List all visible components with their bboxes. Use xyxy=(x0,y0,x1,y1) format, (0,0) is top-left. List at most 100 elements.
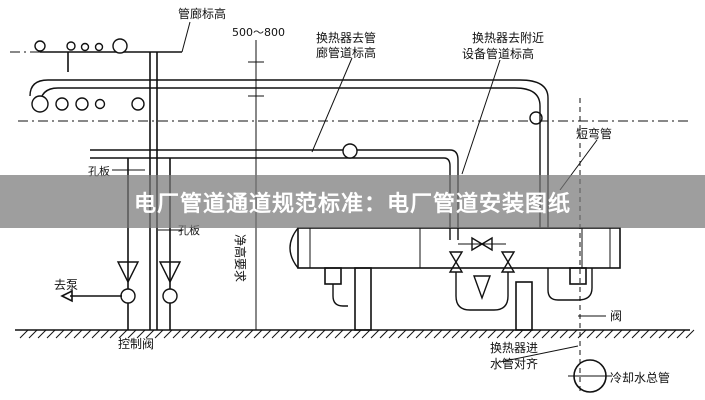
to-pump-arrow xyxy=(60,289,73,303)
hatch-line xyxy=(640,329,650,339)
hatch-line xyxy=(595,329,605,339)
label-gallery-elevation: 管廊标高 xyxy=(178,6,226,21)
hx-riser-pipe xyxy=(408,149,459,240)
hatch-line xyxy=(307,329,317,339)
hatch-line xyxy=(568,329,578,339)
hatch-line xyxy=(379,329,389,339)
upper-pipe-loop-inner xyxy=(39,87,541,112)
leader-hx-to-gallery xyxy=(311,57,353,153)
hatch-line xyxy=(586,329,596,339)
control-valve-left xyxy=(116,261,140,284)
hatch-line xyxy=(487,329,497,339)
banner-title: 电厂管道通道规范标准：电厂管道安装图纸 xyxy=(133,191,571,217)
short-elbow-pipe xyxy=(529,111,543,125)
hx-support xyxy=(324,267,342,285)
hatch-line xyxy=(469,329,479,339)
hatch-line xyxy=(343,329,353,339)
rack-lower-pipe xyxy=(55,97,69,111)
header-pipe-section xyxy=(342,143,358,159)
label-hx-inlet-1: 换热器进 xyxy=(490,341,538,355)
hatch-line xyxy=(460,329,470,339)
hatch-line xyxy=(397,329,407,339)
hx-left-head xyxy=(289,227,299,269)
hatch-line xyxy=(19,329,29,339)
hatch-line xyxy=(532,329,542,339)
hatch-line xyxy=(28,329,38,339)
hatch-line xyxy=(505,329,515,339)
control-valve-right xyxy=(158,261,182,284)
hatch-line xyxy=(127,329,137,339)
label-hx-to-equipment-2: 设备管道标高 xyxy=(462,46,534,61)
hatch-line xyxy=(523,329,533,339)
hatch-line xyxy=(406,329,416,339)
hatch-line xyxy=(217,329,227,339)
label-to-pump: 去泵 xyxy=(54,278,78,292)
hx-support-column xyxy=(515,281,533,331)
hx-support xyxy=(569,267,587,285)
hatch-line xyxy=(46,329,56,339)
hatch-line xyxy=(442,329,452,339)
hatch-line xyxy=(424,329,434,339)
hatch-line xyxy=(154,329,164,339)
rack-pipe xyxy=(34,40,46,52)
label-hx-inlet-2: 水管对齐 xyxy=(490,356,538,371)
valve-loop-pipe xyxy=(455,272,509,311)
drain-pipe xyxy=(332,284,348,307)
hatch-line xyxy=(613,329,623,339)
hatch-line xyxy=(514,329,524,339)
rack-lower-pipe xyxy=(31,95,49,113)
leader-gallery xyxy=(181,21,191,53)
hatch-line xyxy=(253,329,263,339)
hx-support-column xyxy=(354,267,372,331)
hatch-line xyxy=(100,329,110,339)
hatch-line xyxy=(559,329,569,339)
rack-lower-pipe xyxy=(94,98,106,110)
hatch-line xyxy=(181,329,191,339)
hatch-line xyxy=(91,329,101,339)
hatch-line xyxy=(316,329,326,339)
hatch-line xyxy=(199,329,209,339)
valve-body-left xyxy=(120,288,136,304)
heat-exchanger-shell xyxy=(297,227,621,269)
label-valve: 阀 xyxy=(610,309,622,323)
hatch-line xyxy=(550,329,560,339)
label-dim-range: 500～800 xyxy=(232,26,285,39)
title-banner: 电厂管道通道规范标准：电厂管道安装图纸 xyxy=(0,175,705,228)
hatch-line xyxy=(64,329,74,339)
valve-right xyxy=(500,251,516,273)
label-orifice-1: 孔板 xyxy=(88,164,110,178)
hatch-line xyxy=(82,329,92,339)
label-hx-to-equipment-1: 换热器去附近 xyxy=(472,31,544,45)
hatch-line xyxy=(433,329,443,339)
leader-hx-inlet xyxy=(499,345,579,363)
hatch-line xyxy=(55,329,65,339)
hatch-line xyxy=(334,329,344,339)
hatch-line xyxy=(622,329,632,339)
ground-hatch xyxy=(19,329,695,339)
label-short-elbow: 短弯管 xyxy=(576,126,612,141)
rack-lower-pipe xyxy=(131,97,145,111)
hatch-line xyxy=(262,329,272,339)
label-control-valve: 控制阀 xyxy=(118,337,154,351)
hatch-line xyxy=(685,329,695,339)
hatch-line xyxy=(289,329,299,339)
hatch-line xyxy=(145,329,155,339)
hatch-line xyxy=(208,329,218,339)
hx-riser-pipe-2 xyxy=(408,157,451,240)
return-bend-pipe xyxy=(547,268,593,301)
hatch-line xyxy=(271,329,281,339)
hatch-line xyxy=(541,329,551,339)
rack-pipe xyxy=(80,42,90,52)
label-clear-height: 净高要求 xyxy=(233,234,248,282)
hatch-line xyxy=(658,329,668,339)
hatch-line xyxy=(478,329,488,339)
valve-body-right xyxy=(162,288,178,304)
hatch-line xyxy=(352,329,362,339)
label-hx-to-gallery-2: 廊管道标高 xyxy=(316,45,376,60)
hatch-line xyxy=(667,329,677,339)
hatch-line xyxy=(118,329,128,339)
hatch-line xyxy=(361,329,371,339)
label-hx-to-gallery-1: 换热器去管 xyxy=(316,30,376,45)
